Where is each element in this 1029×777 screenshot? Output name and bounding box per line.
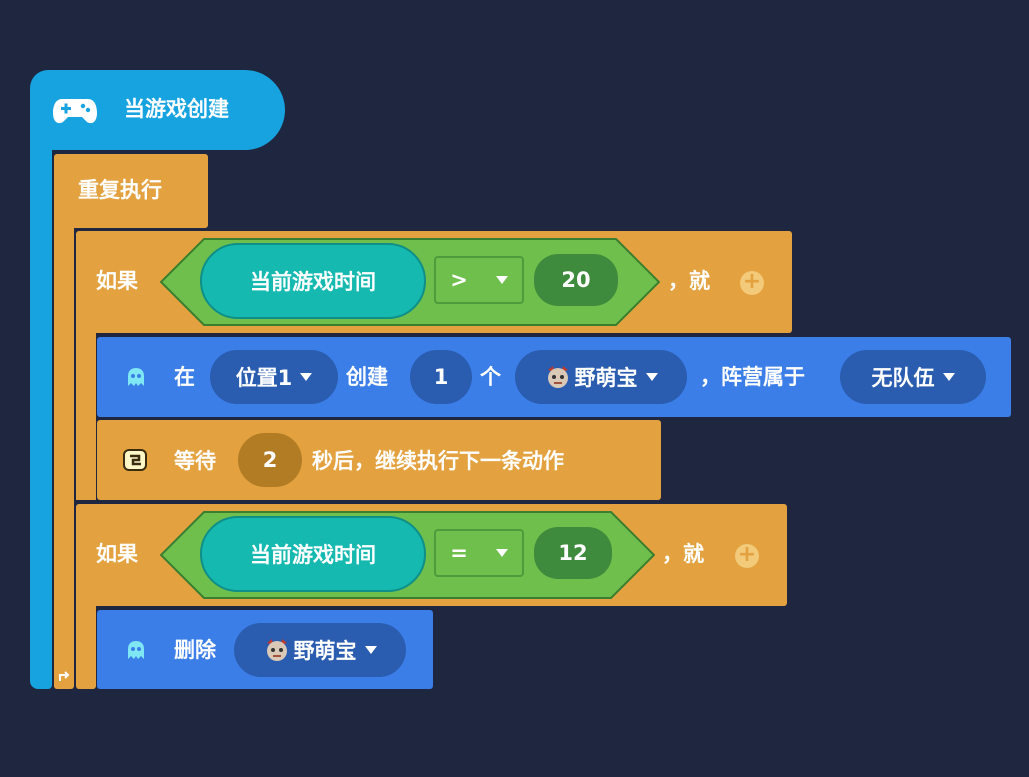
ghost-icon [125, 639, 147, 661]
wait-block[interactable] [97, 420, 661, 500]
delete-label: 删除 [174, 638, 216, 662]
camp-label: ，阵营属于 [700, 365, 805, 389]
repeat-label: 重复执行 [78, 178, 162, 202]
monster-name-create: 野萌宝 [574, 366, 638, 390]
chevron-down-icon [645, 373, 658, 381]
chevron-down-icon [495, 276, 508, 284]
operator-dropdown-2[interactable]: = [434, 529, 524, 577]
chevron-down-icon [300, 373, 313, 381]
count-field[interactable]: 1 [410, 350, 472, 404]
position-value: 位置1 [235, 366, 293, 390]
reporter-game-time-2[interactable]: 当前游戏时间 [200, 516, 426, 592]
reporter-game-time-1[interactable]: 当前游戏时间 [200, 243, 426, 319]
wait-label: 等待 [174, 449, 216, 473]
wait-suffix: 秒后，继续执行下一条动作 [312, 449, 564, 473]
gamepad-icon [52, 95, 98, 127]
chevron-down-icon [495, 549, 508, 557]
create-at-label: 在 [174, 365, 195, 389]
plus-icon: + [737, 542, 757, 567]
loop-arrow-icon [57, 668, 71, 682]
add-branch-button-1[interactable]: + [740, 271, 764, 295]
operator-2-value: = [450, 541, 468, 565]
create-label: 创建 [346, 365, 388, 389]
operator-1-value: > [450, 268, 468, 292]
monster-dropdown-delete[interactable]: 野萌宝 [234, 623, 406, 677]
wait-seconds-field[interactable]: 2 [238, 433, 302, 487]
event-block-spine [30, 140, 52, 689]
add-branch-button-2[interactable]: + [735, 544, 759, 568]
camp-dropdown[interactable]: 无队伍 [840, 350, 986, 404]
operator-dropdown-1[interactable]: > [434, 256, 524, 304]
chevron-down-icon [364, 646, 377, 654]
value-field-2[interactable]: 12 [534, 527, 612, 579]
plus-icon: + [742, 269, 762, 294]
monster-dropdown-create[interactable]: 野萌宝 [515, 350, 687, 404]
event-label: 当游戏创建 [124, 97, 229, 121]
camp-value: 无队伍 [871, 366, 935, 390]
repeat-block-spine [54, 224, 74, 689]
if-block-2-spine [76, 600, 96, 689]
if-1-keyword: 如果 [96, 269, 138, 293]
ghost-icon [125, 366, 147, 388]
monster-sprite-icon [545, 364, 571, 390]
unit-label: 个 [480, 365, 501, 389]
monster-sprite-icon [264, 637, 290, 663]
monster-name-delete: 野萌宝 [293, 639, 357, 663]
repeat-block[interactable] [54, 154, 208, 228]
if-1-then: ，就 [668, 269, 710, 293]
position-dropdown[interactable]: 位置1 [210, 350, 338, 404]
value-field-1[interactable]: 20 [534, 254, 618, 306]
if-2-keyword: 如果 [96, 542, 138, 566]
if-block-1-spine [76, 325, 96, 500]
if-2-then: ，就 [662, 542, 704, 566]
chevron-down-icon [942, 373, 955, 381]
wait-icon [122, 448, 148, 472]
